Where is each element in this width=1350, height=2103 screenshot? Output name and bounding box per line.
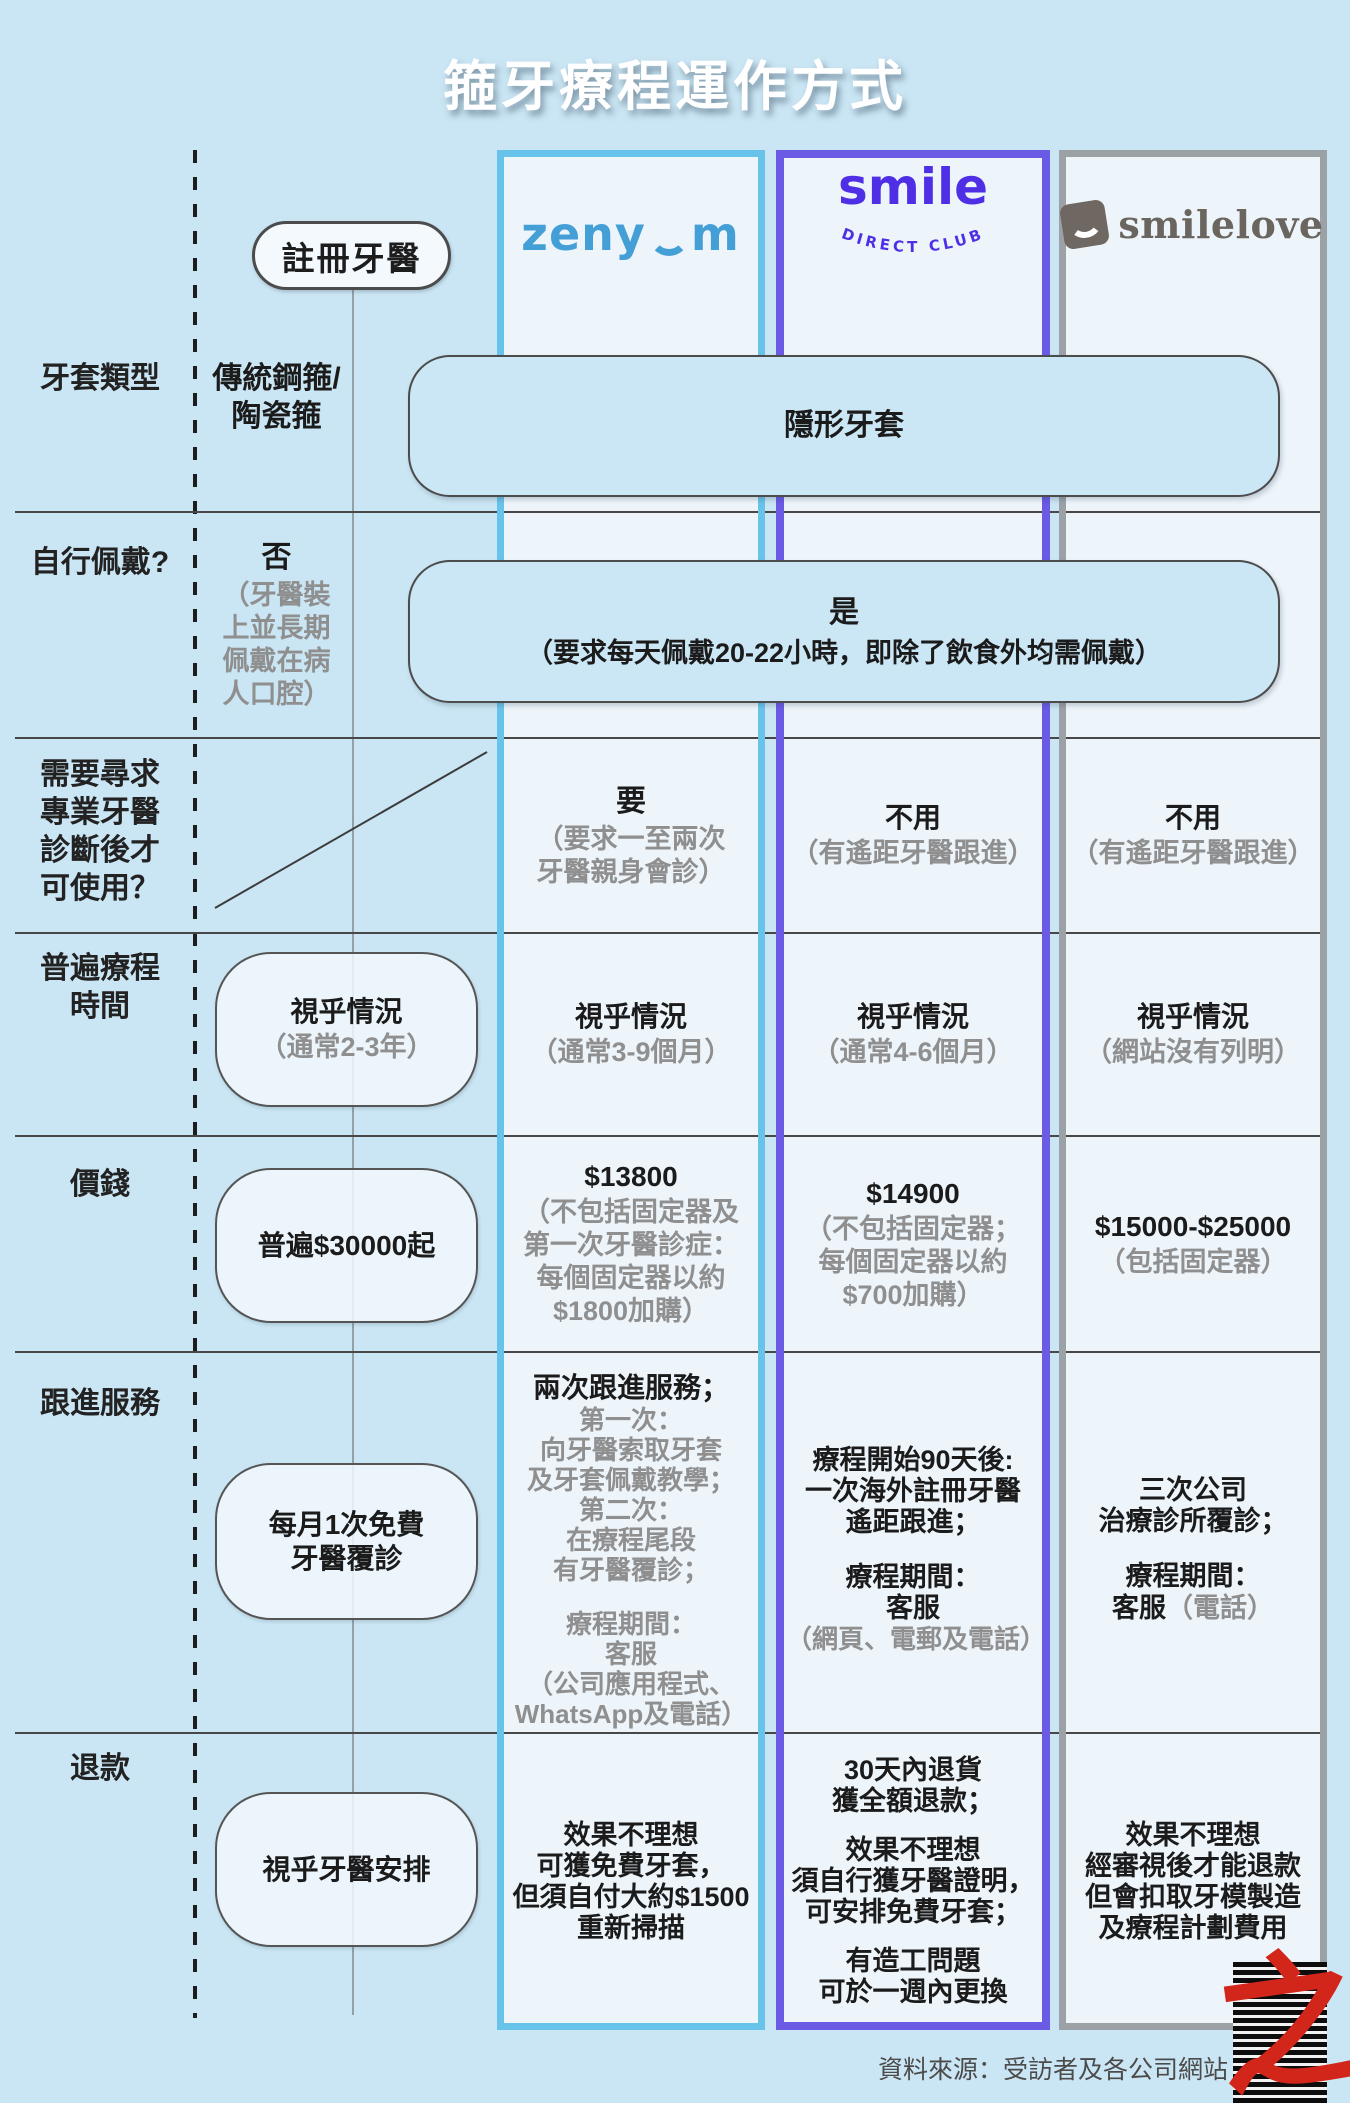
dentist-column-header: 註冊牙醫: [252, 221, 451, 290]
row-label-duration: 普遍療程 時間: [40, 952, 160, 1023]
row-label-refund: 退款: [70, 1752, 130, 1785]
dashed-divider-line: [193, 150, 197, 2018]
cell-refund-sdc: 30天內退貨 獲全額退款； 效果不理想 須自行獲牙醫證明， 可安排免費牙套； 有…: [791, 1755, 1035, 2007]
publisher-logo-stripes: [1233, 1962, 1327, 2103]
cell-refund-smilelove: 效果不理想 經審視後才能退款 但會扣取牙模製造 及療程計劃費用: [1085, 1819, 1301, 1943]
cell-price-zenyum: $13800 （不包括固定器及 第一次牙醫診症： 每個固定器以約 $1800加購…: [523, 1161, 739, 1326]
smilelove-wordmark: smilelove: [1118, 201, 1324, 247]
cell-price-dentist: 普遍$30000起: [215, 1168, 478, 1323]
row-label-type: 牙套類型: [40, 362, 160, 395]
cell-duration-sdc: 視乎情況 （通常4-6個月）: [812, 1001, 1014, 1067]
row-divider: [15, 1351, 1327, 1353]
cell-refund-zenyum: 效果不理想 可獲免費牙套， 但須自付大約$1500 重新掃描: [512, 1819, 750, 1943]
sdc-wordmark: smile: [837, 158, 989, 216]
dentist-column-label: 註冊牙醫: [281, 239, 422, 277]
cell-followup-sdc: 療程開始90天後: 一次海外註冊牙醫 遙距跟進； 療程期間： 客服 （網頁、電郵…: [786, 1445, 1047, 1654]
source-note: 資料來源：受訪者及各公司網站: [877, 2056, 1228, 2084]
cell-followup-smilelove: 三次公司 治療診所覆診； 療程期間： 客服（電話）: [1098, 1474, 1288, 1623]
row-divider: [15, 511, 1327, 513]
cell-self-wear-dentist: 否 （牙醫裝 上並長期 佩戴在病 人口腔）: [222, 541, 331, 709]
row-label-price: 價錢: [70, 1168, 130, 1201]
cell-diagnosis-smilelove: 不用 （有遙距牙醫跟進）: [1071, 802, 1315, 868]
row-divider: [15, 1732, 1327, 1734]
cell-duration-zenyum: 視乎情況 （通常3-9個月）: [530, 1001, 732, 1067]
row-divider: [15, 737, 1327, 739]
cell-diagnosis-sdc: 不用 （有遙距牙醫跟進）: [791, 802, 1035, 868]
not-applicable-diagonal-line: [214, 751, 488, 909]
publisher-logo: 之: [1206, 1927, 1350, 2103]
cell-followup-dentist: 每月1次免費 牙醫覆診: [215, 1463, 478, 1620]
smile-arc-icon: [1065, 202, 1104, 240]
sdc-column-border: [776, 150, 1050, 2030]
smilelove-column-border: [1059, 150, 1327, 2030]
cell-price-smilelove: $15000-$25000 （包括固定器）: [1094, 1210, 1292, 1277]
cell-diagnosis-zenyum: 要 （要求一至兩次 牙醫親身會診）: [536, 784, 726, 887]
dentist-column-stem-line: [352, 289, 354, 2015]
row-divider: [15, 1135, 1327, 1137]
row-label-diagnosis: 需要尋求 專業牙醫 診斷後才 可使用？: [40, 758, 160, 905]
zenyum-column-border: [497, 150, 765, 2030]
row-divider: [15, 932, 1327, 934]
cell-price-sdc: $14900 （不包括固定器； 每個固定器以約 $700加購）: [805, 1177, 1021, 1310]
cell-self-wear-shared: 是 （要求每天佩戴20-22小時，即除了飲食外均需佩戴）: [408, 560, 1280, 703]
cell-duration-dentist: 視乎情況 （通常2-3年）: [215, 952, 478, 1107]
smilelove-logo: smilelove: [1059, 188, 1324, 260]
sdc-arched-subtext: DIRECT CLUB: [839, 224, 987, 256]
cell-refund-dentist: 視乎牙醫安排: [215, 1792, 478, 1947]
smile-direct-club-logo: smile DIRECT CLUB: [784, 160, 1042, 295]
row-label-followup: 跟進服務: [40, 1387, 160, 1420]
cell-followup-zenyum: 兩次跟進服務； 第一次： 向牙醫索取牙套 及牙套佩戴教學； 第二次： 在療程尾段…: [514, 1371, 748, 1729]
zenyum-smile-u-icon: [648, 218, 689, 256]
smilelove-smile-icon: [1059, 198, 1111, 250]
smilelove-service-line: 客服（電話）: [1112, 1592, 1274, 1623]
publisher-logo-character: 之: [1205, 1926, 1350, 2103]
row-label-self-wear: 自行佩戴?: [30, 546, 170, 579]
page-title: 箍牙療程運作方式: [443, 57, 907, 117]
zenyum-wordmark-post: m: [690, 207, 740, 261]
cell-duration-smilelove: 視乎情況 （網站沒有列明）: [1085, 1001, 1301, 1067]
zenyum-wordmark-pre: zeny: [521, 207, 646, 261]
svg-text:DIRECT CLUB: DIRECT CLUB: [839, 224, 987, 256]
cell-type-dentist: 傳統鋼箍/ 陶瓷箍: [212, 361, 341, 433]
cell-type-shared-invisible-aligner: 隱形牙套: [408, 355, 1280, 497]
